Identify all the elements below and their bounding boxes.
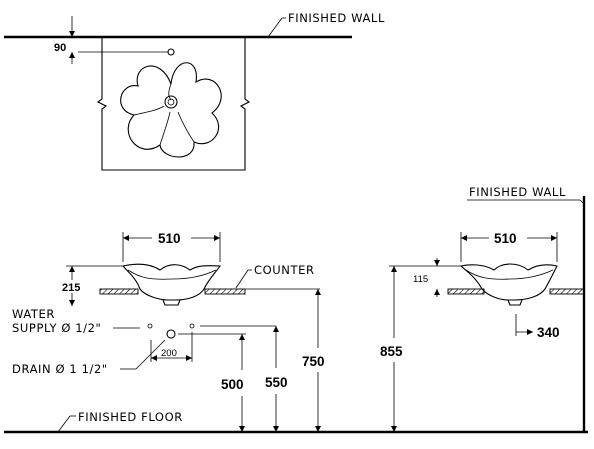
top-drain-inner bbox=[167, 98, 175, 106]
front-counter-height-dim: 750 bbox=[302, 354, 325, 369]
front-drain-stub bbox=[162, 299, 181, 306]
top-flower-basin bbox=[120, 62, 222, 158]
top-counter-outline bbox=[96, 37, 251, 171]
front-basin bbox=[121, 263, 222, 301]
side-drain-stub bbox=[507, 299, 523, 306]
front-counter-left bbox=[99, 288, 139, 295]
top-view: FINISHED WALL 90 bbox=[4, 11, 385, 171]
front-supply-hole-right bbox=[189, 323, 195, 329]
top-finished-wall-label: FINISHED WALL bbox=[288, 11, 385, 25]
front-counter-right bbox=[204, 288, 246, 295]
side-depth-dim: 340 bbox=[537, 325, 560, 340]
front-water-supply-label-2: SUPPLY Ø 1/2" bbox=[12, 321, 101, 335]
front-spacing-dim: 200 bbox=[161, 348, 177, 359]
front-view: 510 215 COUNTER WATER SUPPLY Ø 1/2" DRAI… bbox=[4, 231, 588, 434]
front-height-dim: 215 bbox=[62, 282, 80, 294]
front-water-supply-label-1: WATER bbox=[12, 307, 55, 321]
side-rim-height-dim: 855 bbox=[380, 344, 403, 359]
front-supply-hole-left bbox=[147, 323, 153, 329]
front-drain-label: DRAIN Ø 1 1/2" bbox=[12, 362, 108, 376]
front-drain-hole bbox=[166, 329, 176, 339]
front-drain-height-dim: 500 bbox=[221, 377, 244, 392]
top-faucet-hole bbox=[167, 48, 175, 56]
side-finished-wall-label: FINISHED WALL bbox=[469, 185, 566, 199]
side-counter-right bbox=[549, 288, 585, 295]
front-counter-label: COUNTER bbox=[254, 263, 315, 277]
front-width-dim: 510 bbox=[158, 231, 181, 246]
front-supply-height-dim: 550 bbox=[265, 375, 288, 390]
top-wall-leader bbox=[267, 17, 283, 38]
top-drain-outer bbox=[164, 95, 178, 109]
front-finished-floor-label: FINISHED FLOOR bbox=[78, 410, 183, 424]
side-height-dim: 115 bbox=[413, 274, 428, 285]
top-offset-dim: 90 bbox=[54, 42, 66, 54]
side-counter-left bbox=[447, 288, 485, 295]
side-view: FINISHED WALL 510 855 115 340 bbox=[380, 185, 586, 432]
side-width-dim: 510 bbox=[494, 231, 517, 246]
side-basin bbox=[459, 263, 558, 301]
